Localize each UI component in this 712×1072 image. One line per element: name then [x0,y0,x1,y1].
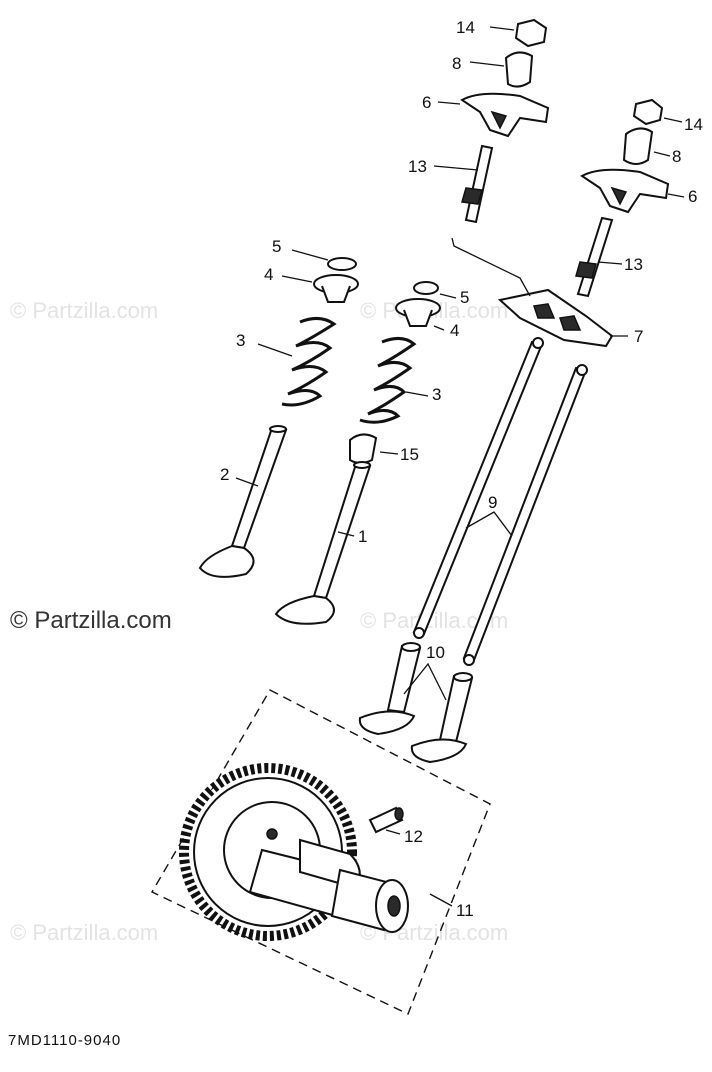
spring-3-left [257,317,337,407]
leader-10 [403,662,447,701]
tappet-10-right [410,672,474,764]
callout-12: 12 [404,827,423,846]
callout-15: 15 [400,445,419,464]
callout-4: 4 [450,321,459,340]
callout-1: 1 [358,527,367,546]
guide-plate-7 [451,237,628,348]
nut-14-left [489,18,548,48]
camshaft-11 [179,763,453,941]
pin-12 [368,806,404,835]
callout-13: 13 [408,157,427,176]
push-rod-9-left [412,337,544,639]
callout-2: 2 [220,465,229,484]
cotter-5-right [413,281,457,299]
spring-3-right [359,337,429,424]
callout-labels: 14 8 6 13 14 8 6 13 7 5 4 5 4 3 3 15 2 1… [220,18,703,920]
valve-2 [198,425,288,578]
leader-9 [465,511,513,537]
adjuster-8-right [622,127,671,165]
rocker-arm-6-left [437,92,550,138]
callout-7: 7 [634,327,643,346]
watermark-dark: © Partzilla.com [10,607,172,634]
push-rod-9-right [462,364,588,666]
callout-8: 8 [672,147,681,166]
rocker-arm-6-right [580,168,685,214]
cotter-5-left [291,249,357,271]
callout-5: 5 [460,288,469,307]
retainer-4-right [395,298,445,331]
callout-14: 14 [684,115,703,134]
callout-9: 9 [488,493,497,512]
watermark: © Partzilla.com [10,298,158,323]
adjuster-8-left [469,51,534,88]
callout-11: 11 [456,901,474,920]
callout-3: 3 [236,331,245,350]
camshaft-assembly-frame [151,689,491,1015]
tappet-10-left [358,642,422,736]
drawing-code: 7MD1110-9040 [8,1032,122,1049]
callout-8: 8 [452,54,461,73]
stem-seal-15 [349,433,399,464]
callout-4: 4 [264,265,273,284]
callout-3: 3 [432,385,441,404]
stud-13-left [433,144,494,224]
retainer-4-left [281,274,359,303]
watermark: © Partzilla.com [10,920,158,945]
callout-5: 5 [272,237,281,256]
callout-14: 14 [456,18,475,37]
nut-14-right [632,98,683,126]
watermark-layer: © Partzilla.com © Partzilla.com © Partzi… [10,298,508,945]
callout-6: 6 [422,93,431,112]
callout-13: 13 [624,255,643,274]
valve-1 [274,461,372,625]
callout-6: 6 [688,187,697,206]
stud-13-right [575,216,623,298]
callout-10: 10 [426,643,445,662]
